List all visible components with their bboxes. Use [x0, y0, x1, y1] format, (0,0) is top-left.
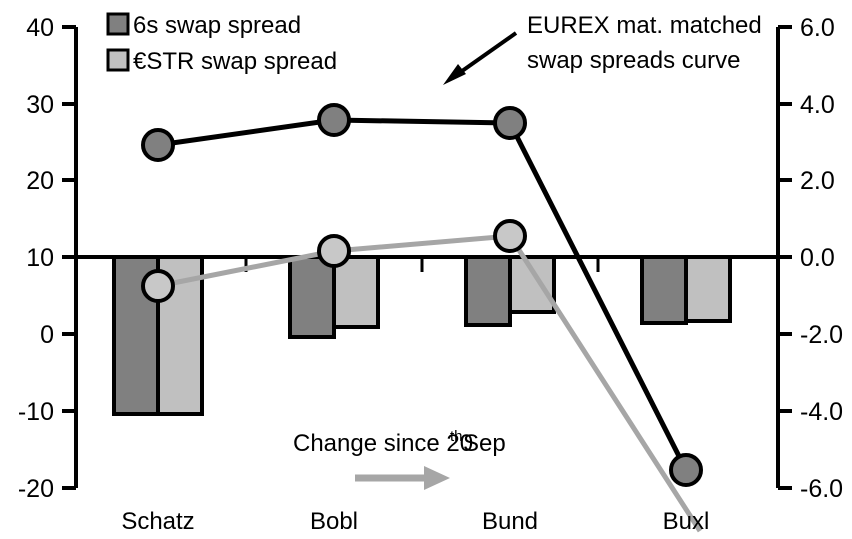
category-label-buxl: Buxl [663, 508, 710, 535]
eurex-marker-schatz [141, 128, 175, 162]
change-note-suffix: Sep [463, 430, 506, 457]
change-marker-schatz [141, 269, 175, 303]
eurex-callout-line2: swap spreads curve [527, 47, 740, 74]
legend-label-estr: €STR swap spread [133, 48, 337, 75]
right-axis-tick-label: -2.0 [800, 321, 843, 349]
bar-estr-bobl [332, 255, 380, 329]
legend: 6s swap spread €STR swap spread [106, 12, 337, 75]
eurex-callout: EUREX mat. matched swap spreads curve [443, 12, 762, 85]
bar-6s-bund [464, 255, 512, 327]
left-axis-tick-label: 30 [26, 91, 54, 119]
category-label-bund: Bund [482, 508, 538, 535]
right-axis-tick-label: -6.0 [800, 475, 843, 503]
left-axis-tick-label: -20 [18, 475, 54, 503]
change-marker-bund [493, 219, 527, 253]
left-axis: 40 30 20 10 0 -10 -20 [18, 14, 78, 503]
left-axis-tick-label: 0 [40, 321, 54, 349]
legend-swatch-6s [106, 12, 130, 36]
bar-group-bobl [288, 255, 380, 339]
bar-6s-schatz [112, 255, 160, 416]
bar-estr-buxl [684, 255, 732, 323]
change-since-line-series [141, 219, 703, 533]
change-since-note: Change since 20 th Sep [293, 428, 506, 490]
eurex-marker-bund [493, 106, 527, 140]
callout-arrow-icon [443, 31, 518, 85]
left-axis-tick-label: 10 [26, 244, 54, 272]
left-axis-tick-label: -10 [18, 398, 54, 426]
eurex-curve-line [157, 117, 689, 472]
right-axis-tick-label: 6.0 [800, 14, 835, 42]
eurex-callout-line1: EUREX mat. matched [527, 12, 762, 39]
change-note-superscript: th [450, 428, 463, 445]
legend-label-6s: 6s swap spread [133, 12, 301, 39]
change-note-arrow-icon [355, 466, 450, 490]
bar-6s-buxl [640, 255, 688, 325]
category-label-schatz: Schatz [121, 508, 194, 535]
left-axis-tick-label: 40 [26, 14, 54, 42]
bar-estr-bund [508, 255, 556, 314]
bar-group-bund [464, 255, 556, 327]
right-axis: 6.0 4.0 2.0 0.0 -2.0 -4.0 -6.0 [776, 14, 843, 503]
bar-group-buxl [640, 255, 732, 325]
eurex-marker-bobl [317, 103, 351, 137]
eurex-marker-buxl [669, 453, 703, 487]
bar-6s-bobl [288, 255, 336, 339]
category-label-bobl: Bobl [310, 508, 358, 535]
change-marker-bobl [317, 234, 351, 268]
change-note-prefix: Change since 20 [293, 430, 473, 457]
eurex-curve-series [141, 103, 703, 487]
left-axis-tick-label: 20 [26, 167, 54, 195]
legend-swatch-estr [106, 48, 130, 72]
right-axis-tick-label: -4.0 [800, 398, 843, 426]
change-since-line [157, 233, 703, 533]
right-axis-tick-label: 2.0 [800, 167, 835, 195]
right-axis-tick-label: 0.0 [800, 244, 835, 272]
right-axis-tick-label: 4.0 [800, 91, 835, 119]
x-axis-category-labels: Schatz Bobl Bund Buxl [121, 508, 709, 535]
